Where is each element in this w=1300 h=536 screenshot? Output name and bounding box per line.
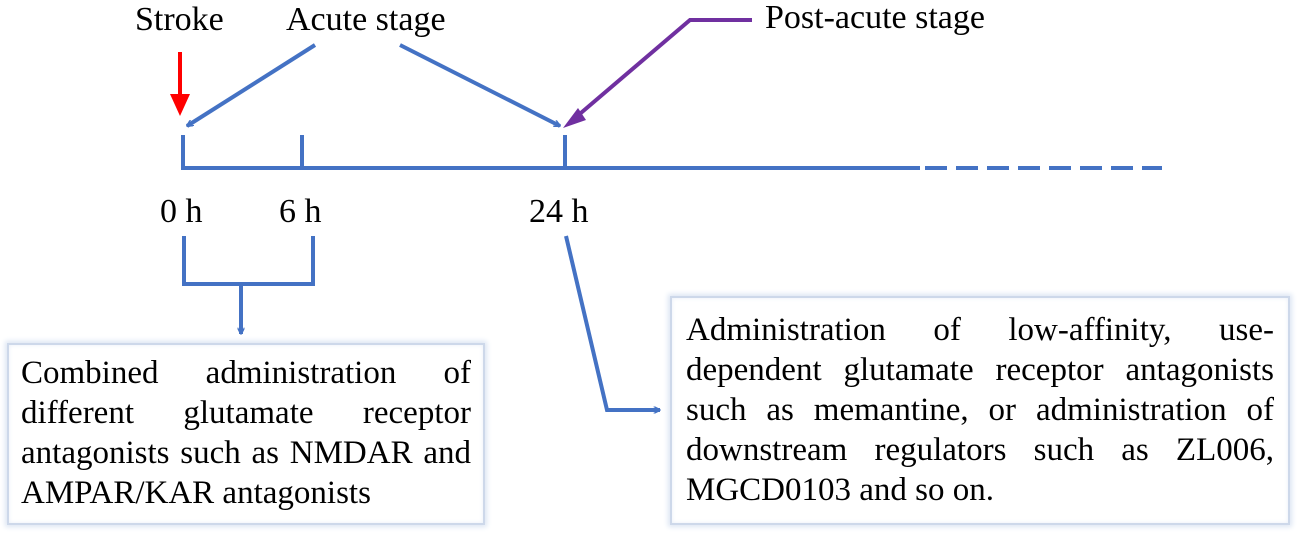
acute-treatment-text: Combined administration of different glu… <box>21 355 471 511</box>
post-acute-stage-arrowhead <box>563 108 586 128</box>
tick-label-6h: 6 h <box>279 193 322 230</box>
tick-label-24h: 24 h <box>529 193 589 230</box>
acute-stage-label: Acute stage <box>286 1 446 38</box>
acute-treatment-box: Combined administration of different glu… <box>7 343 485 525</box>
tick-label-0h: 0 h <box>160 193 203 230</box>
stroke-label: Stroke <box>135 1 224 38</box>
acute-stage-arrow-left <box>187 43 317 128</box>
stroke-arrowhead <box>170 94 190 116</box>
post-acute-stage-arrow <box>573 18 752 120</box>
acute-stage-arrow-right <box>399 43 560 128</box>
post-acute-treatment-box: Administration of low-affinity, use-depe… <box>670 296 1290 525</box>
bracket-0h-6h <box>182 236 315 286</box>
connector-24h-to-box <box>564 235 660 410</box>
post-acute-treatment-text: Administration of low-affinity, use-depe… <box>686 312 1274 508</box>
post-acute-stage-label: Post-acute stage <box>765 0 985 36</box>
